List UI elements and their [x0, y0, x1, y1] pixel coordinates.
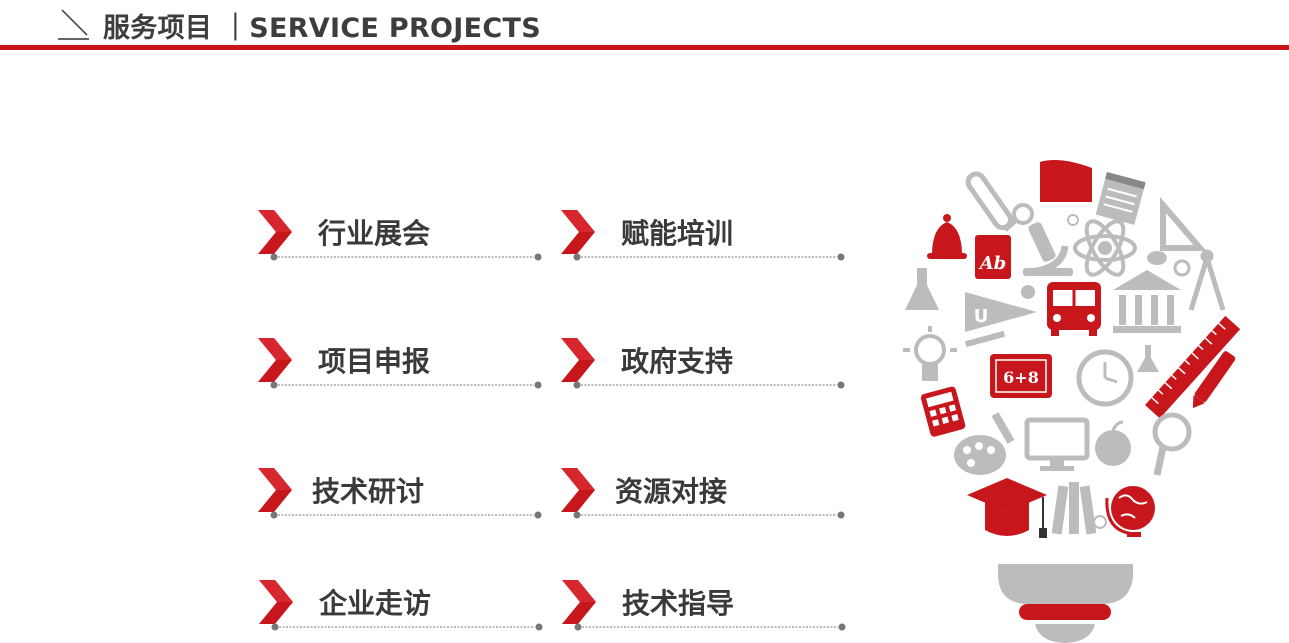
corner-arrow-icon [58, 9, 89, 40]
service-label: 赋能培训 [621, 217, 734, 250]
calculator-icon [920, 386, 966, 437]
computer-icon [1024, 417, 1090, 471]
service-label: 资源对接 [615, 475, 728, 508]
chevron-right-icon [258, 468, 292, 512]
pencils-icon [1051, 482, 1097, 535]
service-item[interactable]: 项目申报 [258, 332, 548, 392]
dotted-divider [270, 511, 542, 519]
pencil-icon [991, 412, 1015, 444]
notepad-icon [1095, 172, 1146, 225]
idea-bulb-icon [903, 326, 957, 381]
beaker-icon [905, 268, 939, 310]
test-tube-icon [965, 171, 1014, 231]
chevron-right-icon [258, 210, 292, 254]
book-icon: Ab [975, 235, 1011, 279]
museum-icon [1113, 270, 1181, 333]
ruler-icon [1145, 315, 1240, 419]
chalkboard-icon: 6+8 [990, 354, 1052, 398]
dotted-divider [270, 381, 542, 389]
school-bus-icon [1047, 282, 1101, 336]
set-square-icon [1160, 196, 1207, 251]
chevron-right-icon [561, 210, 595, 254]
service-label: 项目申报 [318, 345, 431, 378]
compass-icon [1188, 249, 1226, 311]
dotted-divider [270, 253, 542, 261]
globe-icon [1105, 486, 1155, 537]
bulb-base [998, 564, 1133, 643]
microscope-icon [1023, 222, 1073, 276]
header-divider [0, 45, 1289, 50]
service-item[interactable]: 政府支持 [561, 332, 851, 392]
service-label: 行业展会 [318, 217, 431, 250]
service-item[interactable]: 赋能培训 [561, 204, 851, 264]
palette-icon-small [1147, 251, 1167, 265]
dotted-divider [271, 623, 543, 631]
service-label: 技术指导 [622, 587, 735, 620]
chevron-right-icon [561, 468, 595, 512]
magnifying-glass-icon [1152, 412, 1192, 476]
dotted-divider [573, 381, 845, 389]
graduation-cap-icon [967, 478, 1047, 538]
svg-text:U: U [974, 306, 989, 327]
apple-icon-small [1021, 285, 1035, 299]
service-item[interactable]: 技术研讨 [258, 462, 548, 522]
red-pen-icon [1192, 351, 1236, 409]
service-label: 企业走访 [319, 587, 432, 620]
dotted-divider [573, 253, 845, 261]
chevron-right-icon [562, 580, 596, 624]
service-item[interactable]: 技术指导 [562, 574, 852, 634]
atom-icon [1073, 219, 1137, 277]
chevron-right-icon [259, 580, 293, 624]
paint-palette-icon [954, 435, 1006, 475]
clock-icon [1076, 349, 1134, 407]
magnifier-icon [1003, 203, 1034, 232]
header: 服务项目 ｜SERVICE PROJECTS [0, 0, 1289, 52]
chevron-right-icon [561, 338, 595, 382]
pennant-icon: U [965, 292, 1037, 332]
pencil-icon-small [964, 330, 1006, 348]
service-item[interactable]: 企业走访 [259, 574, 549, 634]
service-label: 技术研讨 [312, 475, 425, 508]
apple-icon [1095, 420, 1131, 466]
tiny-bulb-icon [1093, 515, 1107, 529]
flask-icon-small [1137, 345, 1159, 372]
dotted-divider [573, 511, 845, 519]
small-bulb-icon [1067, 214, 1191, 277]
svg-text:Ab: Ab [978, 253, 1007, 274]
bell-icon [927, 214, 967, 259]
service-item[interactable]: 资源对接 [561, 462, 851, 522]
page-title: 服务项目 ｜SERVICE PROJECTS [103, 13, 541, 44]
svg-text:6+8: 6+8 [1003, 368, 1039, 387]
dotted-divider [574, 623, 846, 631]
chevron-right-icon [258, 338, 292, 382]
service-label: 政府支持 [621, 345, 734, 378]
flag-icon [1040, 160, 1092, 202]
service-item[interactable]: 行业展会 [258, 204, 548, 264]
lightbulb-education-icons: Ab U [903, 160, 1240, 643]
